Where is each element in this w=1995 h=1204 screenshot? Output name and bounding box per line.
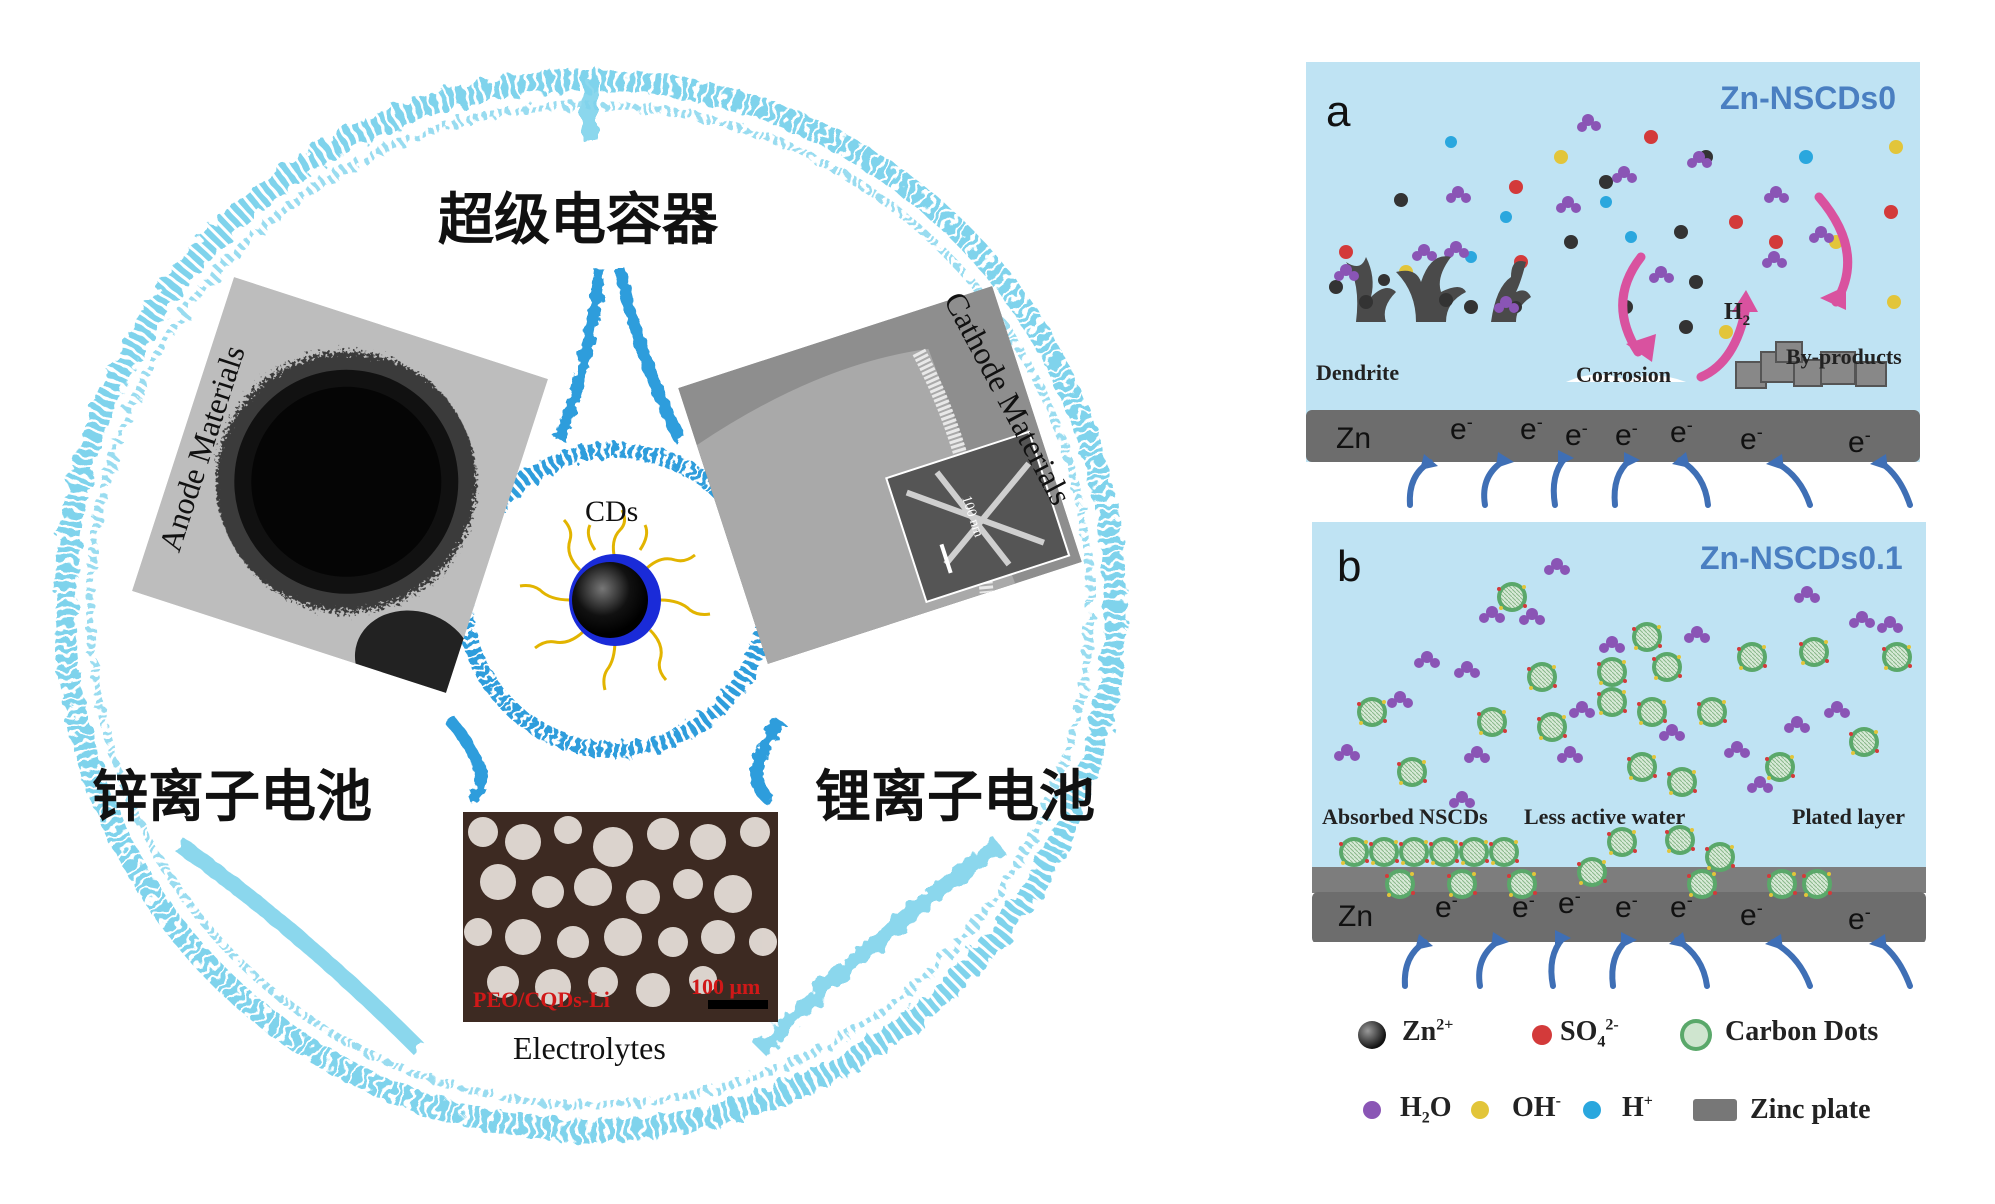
corrosion-label: Corrosion bbox=[1576, 362, 1671, 387]
by-products-label: By-products bbox=[1786, 344, 1902, 369]
panel-b-zinc-plate bbox=[1312, 892, 1926, 942]
anode-micrograph bbox=[132, 277, 548, 693]
less-active-water-label: Less active water bbox=[1524, 804, 1686, 829]
inner-spokes bbox=[175, 80, 1005, 1056]
panel-b-letter: b bbox=[1337, 542, 1362, 591]
by-products bbox=[1735, 341, 1887, 389]
panel-a-title: Zn-NSCDs0 bbox=[1720, 80, 1897, 116]
electron-label: e- bbox=[1435, 890, 1458, 924]
cathode-micrograph: 100 nm bbox=[678, 286, 1082, 664]
panel-b-absorbed-dots bbox=[1339, 825, 1832, 899]
panel-a-particles bbox=[1329, 114, 1903, 389]
dendrites bbox=[1329, 256, 1531, 322]
electrolyte-scale: 100 μm bbox=[691, 974, 761, 999]
legend-zn-marker bbox=[1358, 1021, 1386, 1049]
legend-markers bbox=[1358, 1019, 1737, 1121]
legend-zn2-label: Zn2+ bbox=[1402, 1016, 1454, 1047]
electron-label: e- bbox=[1512, 890, 1535, 924]
panel-a-zinc-plate bbox=[1306, 410, 1920, 462]
panel-b-zn-label: Zn bbox=[1338, 900, 1374, 933]
carbon-dot-particle bbox=[519, 509, 711, 691]
panel-b: b Zn-NSCDs0.1 bbox=[1312, 522, 1926, 942]
zinc-ion-battery-label: 锌离子电池 bbox=[92, 765, 372, 830]
h2-label: H2 bbox=[1724, 299, 1751, 329]
panel-b-electron-arrows bbox=[1401, 930, 1913, 989]
electron-label: e- bbox=[1450, 412, 1473, 446]
legend-carbon-dots-label: Carbon Dots bbox=[1725, 1016, 1879, 1047]
electrolytes-label: Electrolytes bbox=[513, 1030, 666, 1066]
supercapacitor-label: 超级电容器 bbox=[438, 188, 718, 253]
electron-label: e- bbox=[1670, 890, 1693, 924]
legend-zinc-plate-label: Zinc plate bbox=[1750, 1094, 1871, 1125]
electron-label: e- bbox=[1565, 418, 1588, 452]
electron-label: e- bbox=[1740, 422, 1763, 456]
electrolyte-caption: PEO/CQDs-Li bbox=[473, 987, 610, 1012]
plated-layer-label: Plated layer bbox=[1792, 804, 1906, 829]
electron-label: e- bbox=[1615, 418, 1638, 452]
panel-a: a Zn-NSCDs0 bbox=[1306, 62, 1920, 462]
panel-a-zn-label: Zn bbox=[1336, 422, 1372, 455]
legend-h2o-marker bbox=[1363, 1101, 1381, 1119]
electron-label: e- bbox=[1848, 902, 1871, 936]
electrolyte-micrograph: PEO/CQDs-Li 100 μm bbox=[463, 812, 778, 1022]
electron-label: e- bbox=[1615, 890, 1638, 924]
electron-label: e- bbox=[1670, 415, 1693, 449]
legend-h-label: H+ bbox=[1622, 1092, 1653, 1123]
dendrite-label: Dendrite bbox=[1316, 360, 1400, 385]
electron-label: e- bbox=[1848, 425, 1871, 459]
legend-h2o-label: H2O bbox=[1400, 1092, 1452, 1127]
panel-a-letter: a bbox=[1326, 87, 1351, 136]
panel-b-title: Zn-NSCDs0.1 bbox=[1700, 540, 1903, 576]
electron-label: e- bbox=[1520, 412, 1543, 446]
legend-oh-label: OH- bbox=[1512, 1092, 1561, 1123]
electron-label: e- bbox=[1558, 886, 1581, 920]
legend-zinc-plate-marker bbox=[1693, 1099, 1737, 1121]
electron-label: e- bbox=[1740, 898, 1763, 932]
lithium-ion-battery-label: 锂离子电池 bbox=[815, 765, 1095, 830]
panel-a-electron-arrows bbox=[1406, 450, 1913, 508]
legend-carbon-dot-marker bbox=[1680, 1019, 1712, 1051]
legend-so4-marker bbox=[1532, 1025, 1552, 1045]
legend-h-marker bbox=[1583, 1101, 1601, 1119]
legend-oh-marker bbox=[1471, 1101, 1489, 1119]
absorbed-nscds-label: Absorbed NSCDs bbox=[1322, 804, 1488, 829]
legend-so4-label: SO42- bbox=[1560, 1016, 1619, 1051]
cds-label: CDs bbox=[585, 495, 639, 528]
